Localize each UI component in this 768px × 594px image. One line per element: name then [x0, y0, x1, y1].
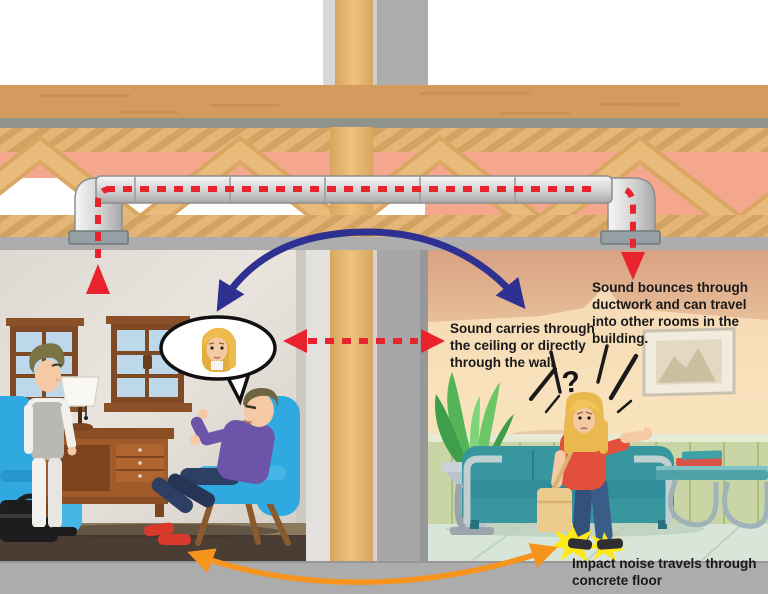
impact-note: Impact noise travels through concrete fl… [572, 556, 757, 588]
duct-down-arrowhead [621, 252, 645, 280]
right-room [428, 250, 768, 563]
handbag [537, 488, 572, 532]
couch-arm-left [463, 455, 502, 524]
table-lamp [60, 376, 100, 431]
annoyed-woman [537, 392, 652, 562]
book-red [676, 458, 722, 466]
upper-column [377, 0, 428, 85]
question-mark: ? [560, 365, 582, 400]
ceiling-wall-note: Sound carries through the ceiling or dir… [450, 321, 595, 370]
speech-bubble-woman-face [202, 327, 236, 372]
left-room [0, 250, 306, 562]
duct-run [95, 175, 613, 204]
ceiling-route-arrow [216, 228, 526, 312]
duct-up-arrowhead [86, 264, 110, 294]
standing-man [24, 343, 77, 536]
sitting-man [144, 388, 300, 546]
ductwork-note: Sound bounces through ductwork and can t… [592, 280, 748, 346]
floor-route-arrow [187, 543, 558, 585]
duct-route-arrow [95, 186, 636, 258]
ductwork [68, 175, 661, 245]
speech-bubble [159, 315, 277, 406]
book-teal [681, 450, 723, 460]
wall-route-arrow [283, 329, 445, 353]
picture-frame [642, 327, 736, 397]
sound-arrows [86, 186, 645, 585]
coffee-table [656, 450, 768, 529]
noise-strokes [529, 344, 639, 414]
